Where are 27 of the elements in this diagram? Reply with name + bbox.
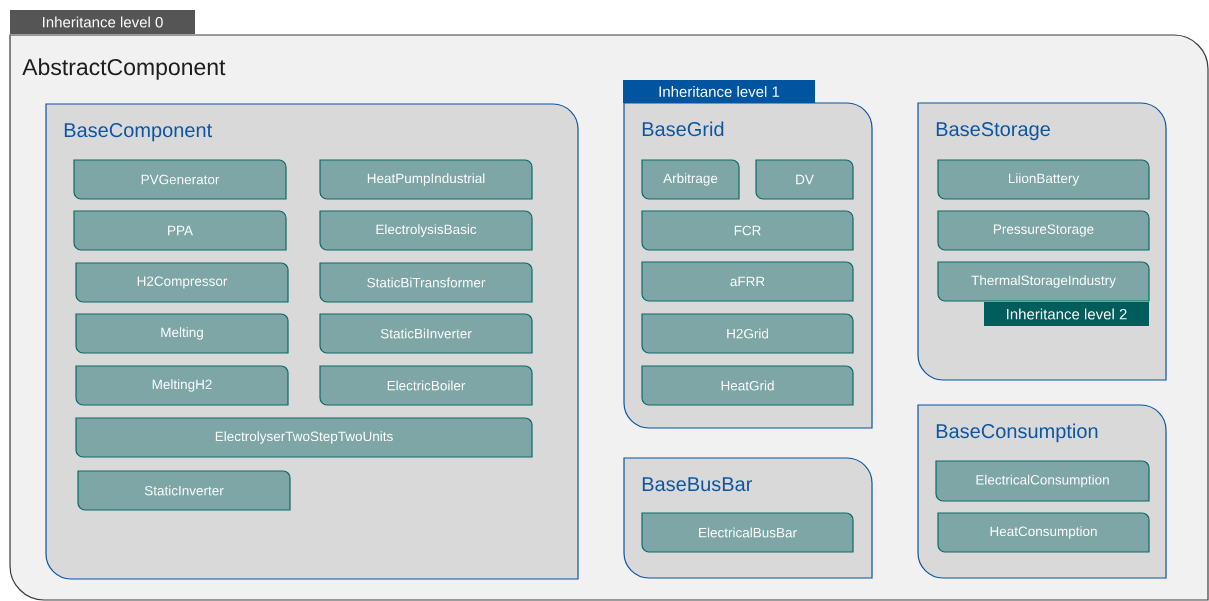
- class-box: HeatPumpIndustrial: [319, 159, 533, 200]
- class-box: H2Compressor: [75, 262, 289, 303]
- class-box: DV: [755, 159, 854, 200]
- class-box: Melting: [75, 313, 289, 354]
- class-box: ElectricBoiler: [319, 365, 533, 406]
- class-box: StaticBiInverter: [319, 313, 533, 354]
- class-box: H2Grid: [641, 313, 854, 354]
- class-box: HeatGrid: [641, 365, 854, 406]
- class-box: aFRR: [641, 261, 854, 302]
- class-box: ElectricalConsumption: [935, 460, 1150, 502]
- class-box: StaticInverter: [77, 470, 291, 511]
- class-box: ElectrolysisBasic: [319, 210, 533, 251]
- class-box: Arbitrage: [641, 159, 740, 200]
- class-box: PPA: [73, 210, 287, 251]
- level-tag: Inheritance level 1: [623, 80, 815, 103]
- class-box: FCR: [641, 210, 854, 251]
- level-tag: Inheritance level 2: [984, 302, 1149, 326]
- class-box: StaticBiTransformer: [319, 262, 533, 303]
- level-tag: Inheritance level 0: [10, 10, 195, 34]
- class-box: HeatConsumption: [937, 512, 1150, 553]
- class-box: PressureStorage: [937, 210, 1150, 251]
- class-box: ThermalStorageIndustry: [937, 261, 1150, 302]
- class-box: MeltingH2: [75, 365, 289, 406]
- class-box: LiionBattery: [937, 159, 1150, 200]
- class-box: ElectrolyserTwoStepTwoUnits: [75, 417, 533, 458]
- class-box: ElectricalBusBar: [641, 512, 854, 553]
- class-box: PVGenerator: [73, 159, 287, 200]
